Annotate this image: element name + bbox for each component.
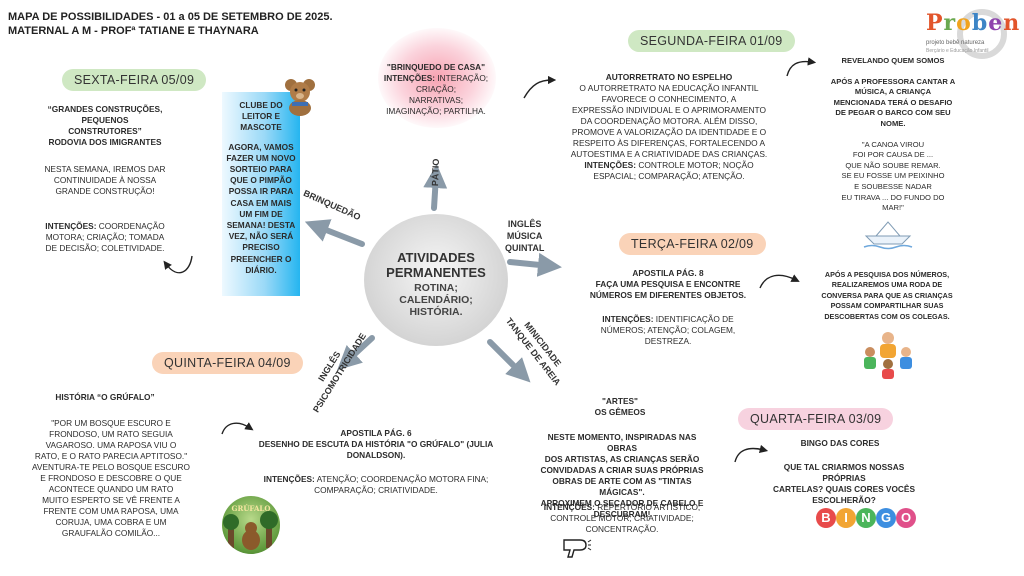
pill-sexta: SEXTA-FEIRA 05/09 (62, 69, 207, 91)
logo-ring-icon (957, 9, 1007, 59)
logo-wordmark: Proben (926, 10, 1021, 36)
proben-logo: Proben projeto bebê natureza Berçário e … (922, 8, 1021, 66)
header-title: MAPA DE POSSIBILIDADES - 01 a 05 DE SETE… (8, 11, 333, 23)
spoke-arrow-patio (423, 164, 448, 211)
sexta-intencoes: INTENÇÕES: COORDENAÇÃO MOTORA; CRIAÇÃO; … (45, 221, 165, 253)
bingo-ball-g: G (876, 508, 896, 528)
artes-title: "ARTES" OS GÊMEOS (594, 396, 646, 417)
spoke-label-patio: PÁTIO (430, 158, 441, 187)
brinquedo-block: "BRINQUEDO DE CASA" INTENÇÕES: INTERAÇÃO… (383, 62, 489, 116)
page-header: MAPA DE POSSIBILIDADES - 01 a 05 DE SETE… (8, 10, 333, 38)
quarta-title: BINGO DAS CORES (800, 438, 880, 448)
sexta-title: “GRANDES CONSTRUÇÕES, PEQUENOS CONSTRUTO… (47, 104, 163, 147)
bingo-ball-o: O (896, 508, 916, 528)
arrow-revelando (786, 57, 817, 77)
brinquedo-glow (378, 28, 496, 128)
arrow-segunda (523, 75, 557, 99)
bingo-ball-n: N (856, 508, 876, 528)
center-hub: ATIVIDADES PERMANENTES ROTINA; CALENDÁRI… (364, 214, 508, 346)
artes-intencoes: INTENÇÕES: REPERTÓRIO ARTÍSTICO; CONTROL… (543, 502, 701, 534)
center-sub-3: HISTÓRIA. (409, 306, 463, 318)
teddy-bear-icon (285, 79, 315, 116)
terca-intencoes: INTENÇÕES: IDENTIFICAÇÃO DE NÚMEROS; ATE… (600, 314, 736, 346)
pill-quinta: QUINTA-FEIRA 04/09 (152, 352, 303, 374)
spoke-arrow-psico (337, 335, 375, 371)
bingo-ball-i: I (836, 508, 856, 528)
children-circle-icon (864, 332, 912, 379)
center-sub-2: CALENDÁRIO; (399, 294, 473, 306)
pill-quarta: QUARTA-FEIRA 03/09 (738, 408, 894, 430)
spoke-arrow-brinquedao (304, 219, 365, 247)
center-title-2: PERMANENTES (386, 265, 486, 280)
revelando-block: REVELANDO QUEM SOMOS APÓS A PROFESSORA C… (830, 56, 956, 213)
spoke-arrow-ingles-musica (507, 252, 562, 277)
center-sub-1: ROTINA; (414, 282, 458, 294)
apostila6-title: APOSTILA PÁG. 6 DESENHO DE ESCUTA DA HIS… (258, 428, 494, 460)
sexta-text: NESTA SEMANA, IREMOS DAR CONTINUIDADE À … (44, 164, 166, 196)
segunda-block: AUTORRETRATO NO ESPELHO O AUTORRETRATO N… (570, 72, 768, 181)
quarta-question: QUE TAL CRIARMOS NOSSAS PRÓPRIAS CARTELA… (773, 462, 915, 505)
quinta-title: HISTÓRIA “O GRÚFALO” (55, 392, 155, 402)
bingo-ball-b: B (816, 508, 836, 528)
spoke-arrow-minicidade (487, 339, 531, 383)
hair-dryer-icon (563, 539, 592, 558)
grufalo-book-icon: GRÚFALO (222, 496, 280, 554)
arrow-apostila6 (221, 422, 254, 435)
apostila6-intencoes: INTENÇÕES: ATENÇÃO; COORDENAÇÃO MOTORA F… (263, 474, 489, 495)
terca-title: APOSTILA PÁG. 8 FAÇA UMA PESQUISA E ENCO… (589, 268, 747, 300)
center-title-1: ATIVIDADES (397, 250, 475, 265)
arrow-roda (759, 274, 800, 289)
arrow-sexta (163, 255, 193, 274)
paper-boat-icon (863, 221, 913, 250)
pill-segunda: SEGUNDA-FEIRA 01/09 (628, 30, 795, 52)
pill-terca: TERÇA-FEIRA 02/09 (619, 233, 766, 255)
roda-block: APÓS A PESQUISA DOS NÚMEROS,REALIZAREMOS… (821, 270, 953, 321)
spoke-label-ingles-musica: INGLÊS MÚSICA QUINTAL (505, 219, 545, 253)
arrow-quarta (734, 444, 769, 463)
bingo-badge: B I N G O (816, 506, 926, 534)
header-subtitle: MATERNAL A M - PROFª TATIANE E THAYNARA (8, 25, 259, 37)
